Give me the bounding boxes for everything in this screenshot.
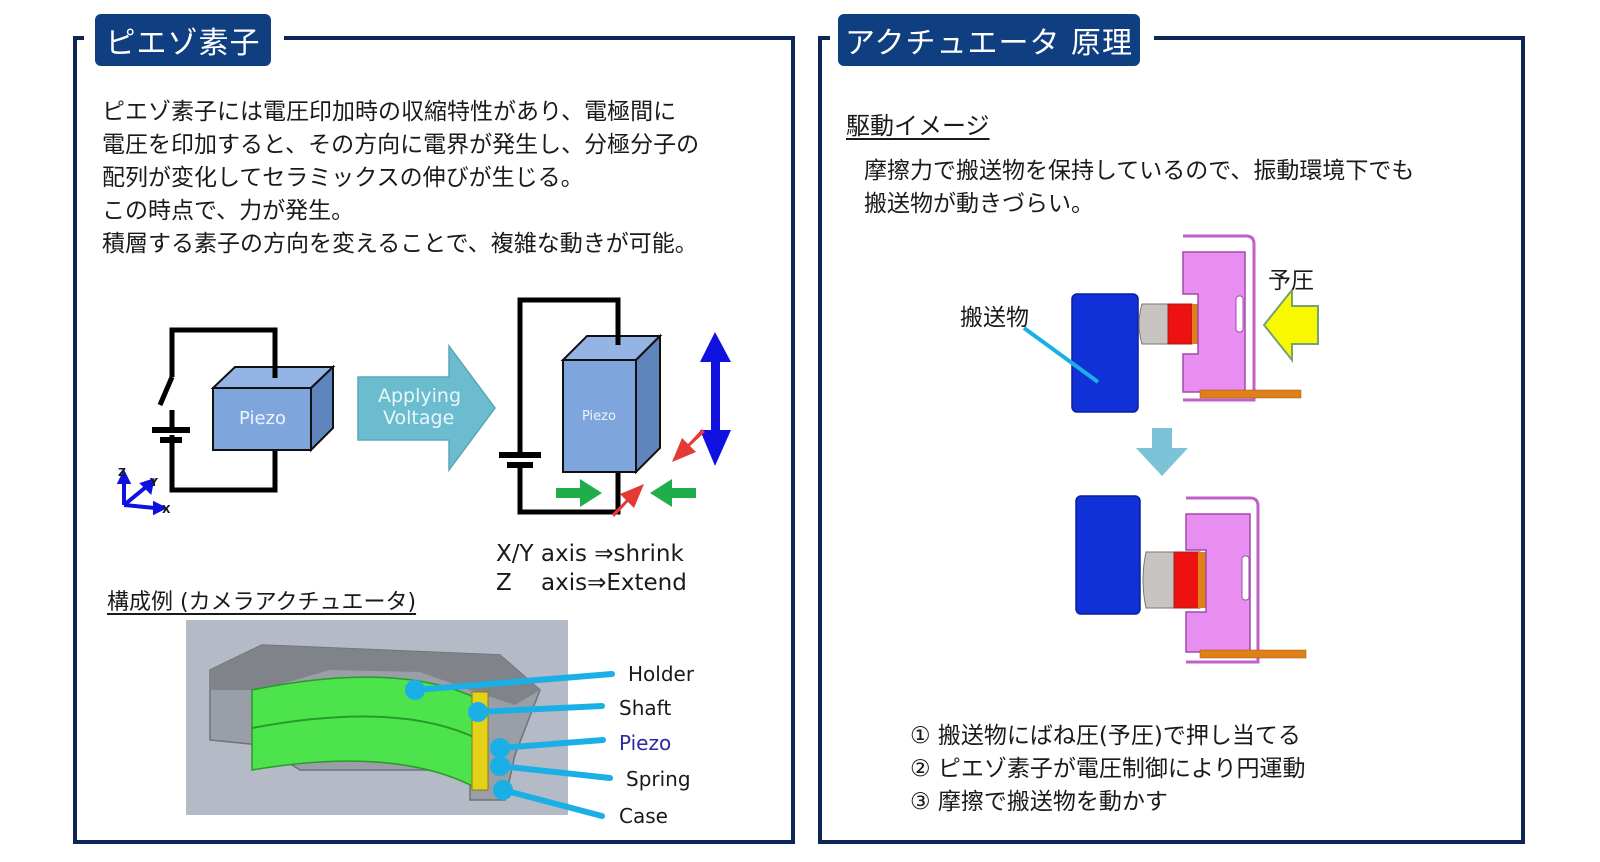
piezo-label-before: Piezo <box>239 408 286 429</box>
battery-icon-after <box>499 452 541 468</box>
battery-icon <box>152 427 190 443</box>
step-item: ① 搬送物にばね圧(予圧)で押し当てる <box>910 723 1301 749</box>
drive-description: 摩擦力で搬送物を保持しているので、振動環境下でも 搬送物が動きづらい。 <box>864 155 1414 221</box>
axis-caption-line1: X/Y axis ⇒shrink <box>496 541 684 567</box>
piezo-element <box>1167 303 1193 345</box>
carrier-object <box>1071 293 1139 413</box>
description-line: ピエゾ素子には電圧印加時の収縮特性があり、電極間に <box>102 99 677 125</box>
arrow-label-line1: Applying <box>378 385 462 407</box>
description-line: 電圧を印加すると、その方向に電界が発生し、分極分子の <box>102 132 700 158</box>
part-label-case: Case <box>619 804 668 828</box>
state-2-assembly <box>1075 495 1307 664</box>
carrier-object-label: 搬送物 <box>960 305 1029 331</box>
preload-arrow-icon <box>1262 287 1319 363</box>
right-panel-title: アクチュエータ 原理 <box>838 14 1140 66</box>
drive-image-subheading: 駆動イメージ <box>846 112 990 140</box>
z-extend-arrow-icon <box>700 332 731 466</box>
description-line: 積層する素子の方向を変えることで、複雑な動きが可能。 <box>102 231 698 257</box>
description-line: 配列が変化してセラミックスの伸びが生じる。 <box>102 165 584 191</box>
axis-caption-line2: Z axis⇒Extend <box>496 570 687 596</box>
y-shrink-arrows-icon <box>612 429 705 517</box>
actuator-lens-ring <box>251 676 481 792</box>
axis-label-x: X <box>162 503 171 516</box>
part-label-spring: Spring <box>626 767 691 791</box>
description-line: 摩擦力で搬送物を保持しているので、振動環境下でも <box>864 158 1415 184</box>
part-label-shaft: Shaft <box>619 696 672 720</box>
part-label-holder: Holder <box>628 662 695 686</box>
part-label-piezo: Piezo <box>619 731 672 755</box>
steps-list: ① 搬送物にばね圧(予圧)で押し当てる ② ピエゾ素子が電圧制御により円運動 ③… <box>910 720 1305 819</box>
arrow-label-line2: Voltage <box>383 407 455 429</box>
down-arrow-icon <box>1136 428 1188 476</box>
piezo-block-after <box>560 333 663 475</box>
left-panel <box>73 36 795 844</box>
preload-label: 予圧 <box>1268 268 1314 294</box>
axis-label-y: Y <box>150 476 158 489</box>
piezo-description: ピエゾ素子には電圧印加時の収縮特性があり、電極間に 電圧を印加すると、その方向に… <box>102 96 699 261</box>
holder-body <box>1182 251 1246 393</box>
axis-label-z: Z <box>118 466 126 479</box>
description-line: この時点で、力が発生。 <box>102 198 355 224</box>
left-panel-title: ピエゾ素子 <box>95 14 271 66</box>
step-item: ② ピエゾ素子が電圧制御により円運動 <box>910 756 1306 782</box>
description-line: 搬送物が動きづらい。 <box>864 191 1094 217</box>
part-leader-lines <box>405 671 615 819</box>
carrier-leader-line <box>1022 326 1100 384</box>
piezo-label-after: Piezo <box>582 409 616 424</box>
x-shrink-arrows-icon <box>556 479 696 507</box>
right-panel <box>818 36 1525 844</box>
state-1-assembly <box>1071 234 1302 413</box>
example-heading: 構成例 (カメラアクチュエータ) <box>107 590 417 615</box>
axis-indicator-icon <box>116 469 168 516</box>
step-item: ③ 摩擦で搬送物を動かす <box>910 789 1168 815</box>
